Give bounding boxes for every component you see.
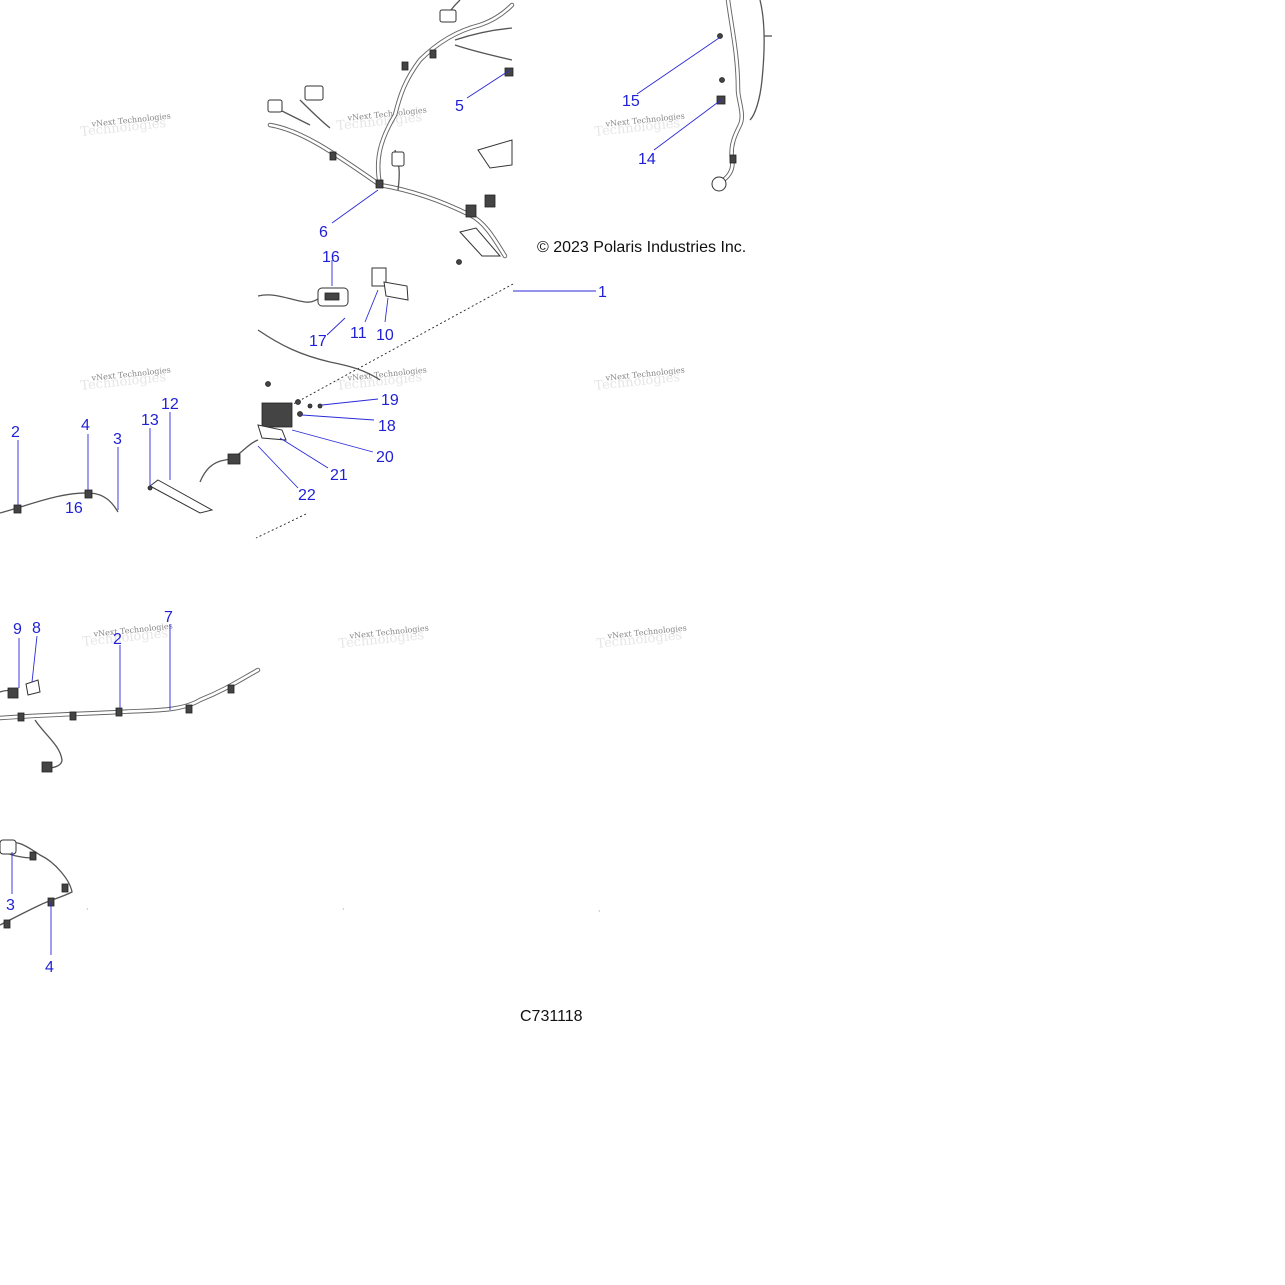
clip-icon [61,883,69,893]
callout-21: 21 [330,467,348,484]
clip-icon [504,67,514,77]
callout-1: 1 [598,284,607,301]
connector-icon [439,9,457,23]
callout-11: 11 [350,325,367,342]
callout-3: 3 [113,431,122,448]
fastener-icon [295,399,301,405]
callout-16: 16 [65,500,83,517]
clip-icon [29,851,37,861]
label-plate-icon [383,281,409,301]
side-harness-top-right [711,0,772,192]
callout-7: 7 [164,609,173,626]
clip-icon [401,61,409,71]
relay-icon [25,679,41,696]
dash-harness-left [0,439,259,514]
callout-2-lower: 2 [113,631,122,648]
clip-icon [429,49,437,59]
callout-3-lower: 3 [6,897,15,914]
clip-icon [17,712,25,722]
callout-2: 2 [11,424,20,441]
connector-icon [227,453,241,465]
callout-13: 13 [141,412,159,429]
callout-18: 18 [378,418,396,435]
key-module-assembly [257,267,409,441]
clip-icon [3,919,11,929]
connector-icon [304,85,324,101]
connector-icon [41,761,53,773]
callout-19: 19 [381,392,399,409]
callout-6: 6 [319,224,328,241]
callout-9: 9 [13,621,22,638]
connector-icon [465,204,477,218]
rear-harness-left [0,667,261,773]
callout-10: 10 [376,327,394,344]
fastener-icon [317,403,323,409]
callout-22: 22 [298,487,316,504]
bracket-icon [257,424,287,441]
fastener-icon [307,403,313,409]
fastener-icon [147,485,153,491]
copyright-notice: © 2023 Polaris Industries Inc. [537,239,746,256]
fuse-box-icon [261,402,293,428]
watermarks: Technologies vNext Technologies Technolo… [80,105,687,651]
clip-icon [185,704,193,714]
key-fob-button-icon [324,292,340,301]
connector-icon [7,687,19,699]
diagram-code: C731118 [520,1008,583,1025]
callout-16-top: 16 [322,249,340,266]
clip-icon [13,504,22,514]
bracket-icon [477,139,513,169]
callout-20: 20 [376,449,394,466]
callout-12: 12 [161,396,179,413]
watermark-fragment: · [342,905,345,914]
callout-4-lower: 4 [45,959,54,976]
clip-icon [84,489,93,499]
connector-icon [484,194,496,208]
watermark-fragment: · [598,907,601,916]
light-bar-icon [149,479,214,514]
connector-icon [267,99,283,113]
clip-icon [329,151,337,161]
clip-icon [69,711,77,721]
grommet-icon [711,176,727,192]
switch-icon [371,267,387,287]
fastener-icon [719,77,725,83]
callout-15: 15 [622,93,640,110]
clip-icon [729,154,737,164]
fastener-icon [456,259,462,265]
connector-icon [391,151,405,167]
clip-icon [375,179,384,189]
clip-icon [227,684,235,694]
fastener-icon [297,411,303,417]
callout-14: 14 [638,151,656,168]
watermark-fragment: · [86,905,89,914]
rear-harness-bottom [0,839,73,929]
fastener-icon [717,33,723,39]
fastener-icon [265,381,271,387]
main-harness-top [267,0,515,265]
callout-8: 8 [32,620,41,637]
bracket-icon [459,227,502,257]
callout-17: 17 [309,333,327,350]
callout-4: 4 [81,417,90,434]
connector-icon [0,839,17,855]
callout-5: 5 [455,98,464,115]
clip-icon [115,707,123,717]
